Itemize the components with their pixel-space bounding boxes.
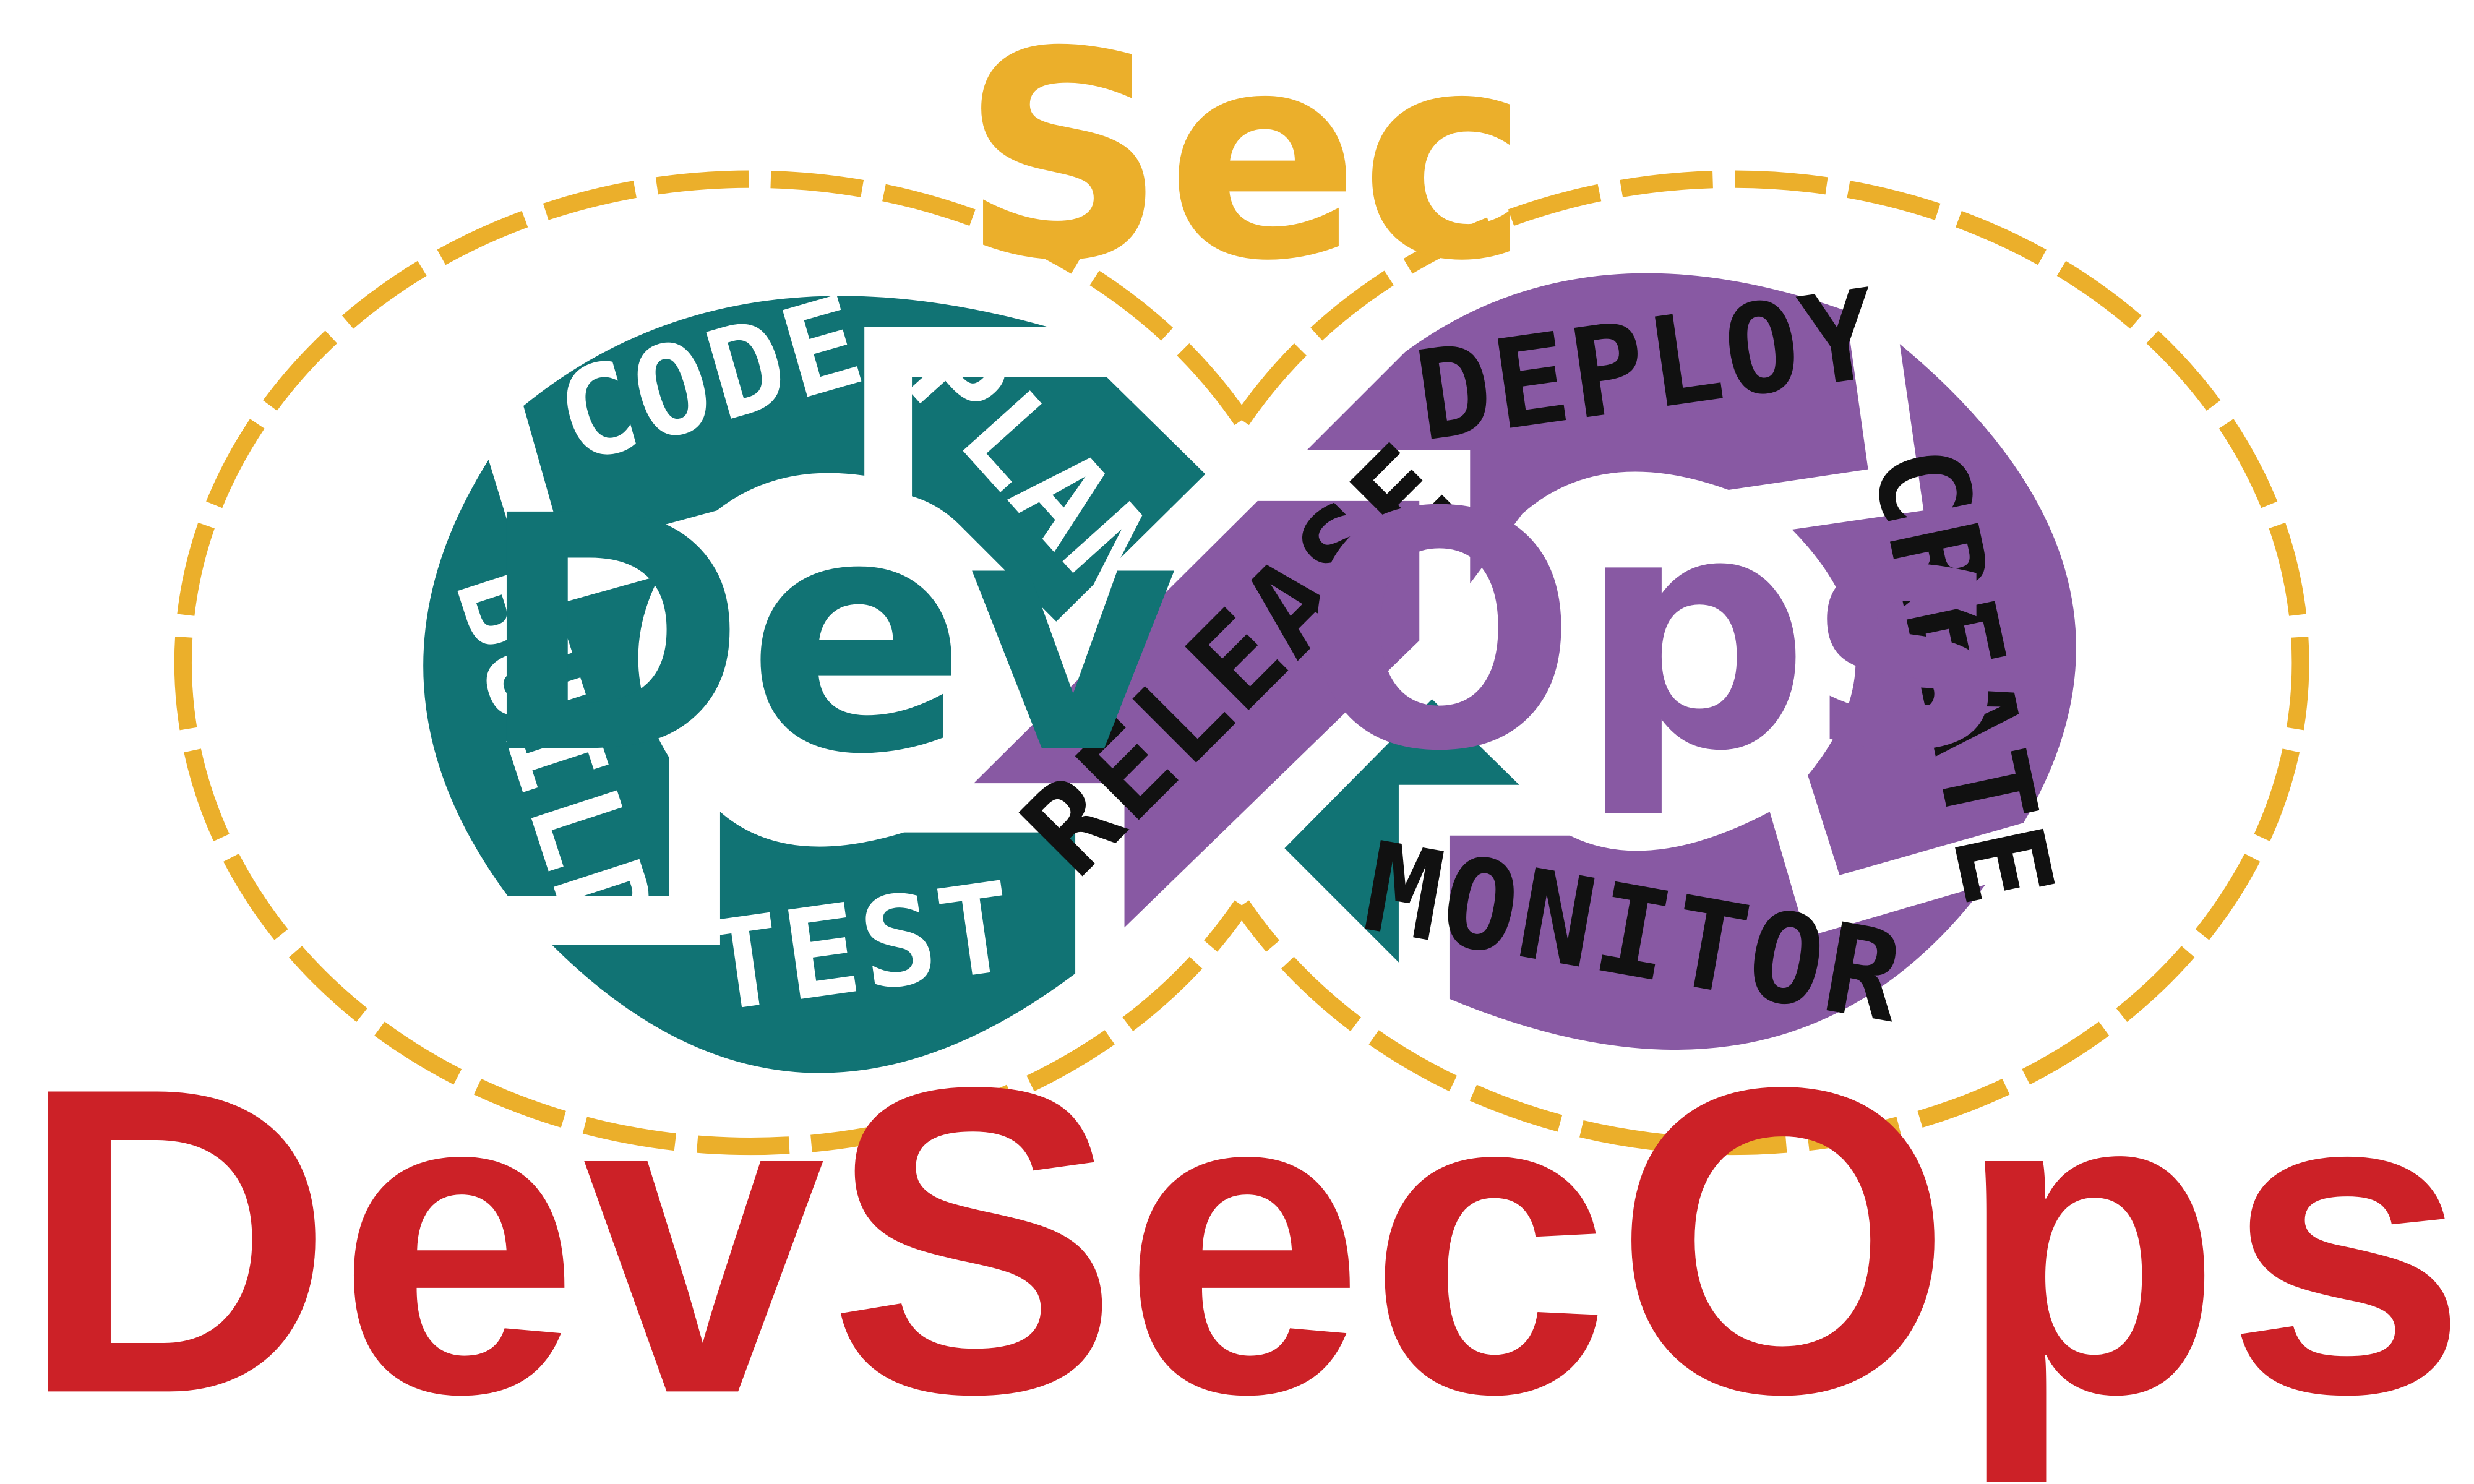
ops-segment-create bbox=[1792, 344, 2076, 875]
dev-segment-arrow-under-release bbox=[1284, 699, 1519, 963]
devsecops-title: DevSecOps bbox=[19, 997, 2471, 1484]
dev-segment-plan bbox=[912, 377, 1206, 622]
ops-segment-release bbox=[974, 500, 1420, 928]
dev-segment-code bbox=[523, 296, 1047, 552]
dev-segment-build bbox=[423, 460, 669, 896]
ops-segment-monitor bbox=[1449, 812, 1986, 1050]
sec-dashed-left-loop bbox=[174, 170, 1249, 1156]
sec-dashed-right-loop bbox=[1234, 170, 2309, 1156]
dev-center-label: Dev bbox=[477, 447, 1179, 825]
ops-loop bbox=[974, 273, 2076, 1050]
dev-loop bbox=[423, 296, 1519, 1073]
sec-label: Sec bbox=[961, 0, 1529, 323]
ops-center-label: Ops bbox=[1301, 444, 2004, 822]
ops-segment-deploy bbox=[1307, 273, 1868, 584]
dev-segment-test bbox=[552, 812, 1076, 1073]
sec-dashed-outline bbox=[174, 170, 2309, 1156]
